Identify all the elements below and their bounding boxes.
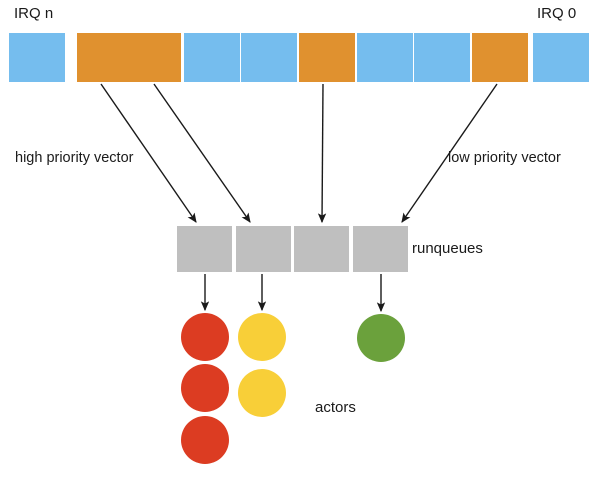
arrow-irq2-to-runqueue1 [153, 83, 251, 223]
high-priority-vector-label: high priority vector [15, 150, 134, 166]
irq-slot-8-orange [472, 33, 528, 82]
irq-n-label: IRQ n [14, 5, 54, 22]
irq-slot-2-orange [125, 33, 181, 82]
irq-slot-4-blue [241, 33, 297, 82]
irq-slot-6-blue [357, 33, 413, 82]
irq-slot-0-blue [9, 33, 65, 82]
actor-yellow-4 [238, 369, 286, 417]
arrow-irq5-to-runqueue2 [317, 83, 327, 224]
runqueue-box-0 [177, 226, 232, 272]
actor-red-2 [181, 416, 229, 464]
actor-red-0 [181, 313, 229, 361]
runqueues-label: runqueues [412, 240, 483, 257]
runqueue-box-3 [353, 226, 408, 272]
irq-slot-3-blue [184, 33, 240, 82]
irq-slot-7-blue [414, 33, 470, 82]
actor-red-1 [181, 364, 229, 412]
irq-slot-5-orange [299, 33, 355, 82]
low-priority-vector-label: low priority vector [448, 150, 561, 166]
actors-label: actors [315, 399, 356, 416]
irq-slot-9-blue [533, 33, 589, 82]
runqueue-box-1 [236, 226, 291, 272]
irq-slot-1-orange [77, 33, 133, 82]
runqueue-box-2 [294, 226, 349, 272]
actor-green-5 [357, 314, 405, 362]
irq-0-label: IRQ 0 [537, 5, 577, 22]
actor-yellow-3 [238, 313, 286, 361]
